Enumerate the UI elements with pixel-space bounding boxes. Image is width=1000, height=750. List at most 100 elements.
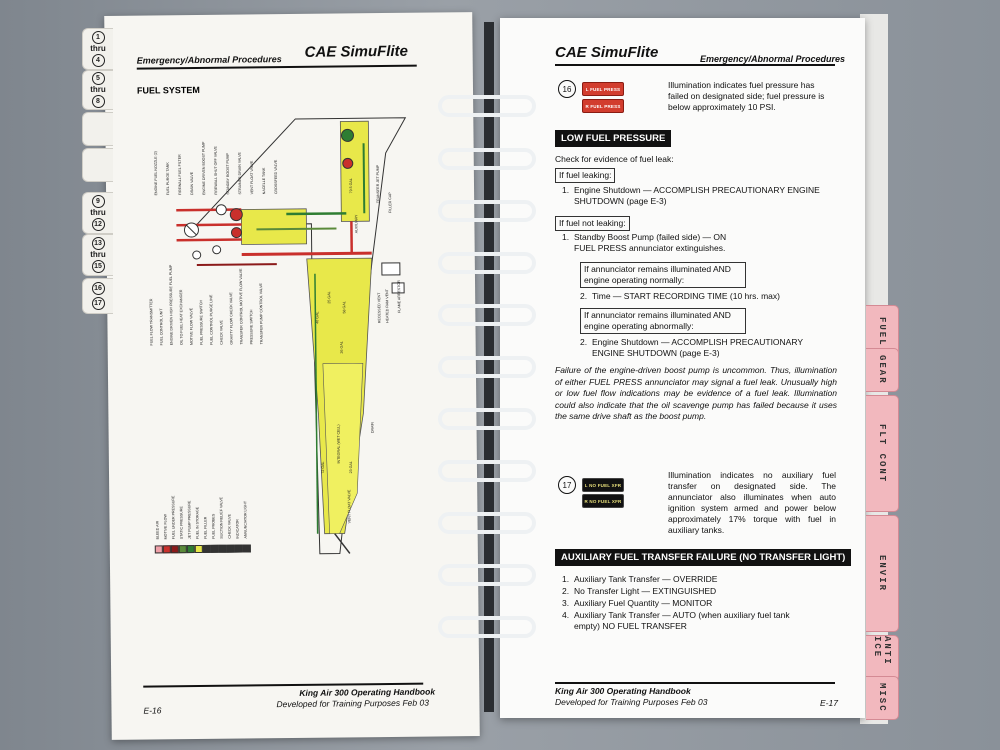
left-header-rule bbox=[136, 64, 417, 70]
legend-label: CHECK VALVE bbox=[227, 514, 232, 539]
legend-swatch bbox=[210, 544, 219, 553]
tab-flt-cont[interactable]: FLT CONT bbox=[866, 395, 899, 512]
left-page: Emergency/Abnormal Procedures CAE SimuFl… bbox=[104, 12, 480, 740]
diagram-label-pressure-switch-2: PRESSURE SWITCH bbox=[249, 309, 254, 345]
tab-1-thru-4[interactable]: 1 thru 4 bbox=[82, 28, 113, 70]
binding-ring bbox=[438, 356, 536, 378]
tab-circle-bottom: 15 bbox=[91, 260, 105, 273]
right-section-header: Emergency/Abnormal Procedures bbox=[700, 54, 846, 64]
tab-envir[interactable]: ENVIR bbox=[866, 515, 899, 632]
legend-swatch bbox=[178, 545, 187, 554]
legend-label: FUEL IN STORAGE bbox=[195, 506, 200, 540]
tab-blank-b[interactable] bbox=[82, 148, 113, 182]
tab-circle-bottom: 8 bbox=[91, 95, 105, 108]
aux-step-1-num: 1. bbox=[562, 574, 570, 584]
diagram-label-check-valve: CHECK VALVE bbox=[219, 320, 224, 345]
wing-label-recessed-vent: RECESSED VENT bbox=[377, 292, 382, 324]
tab-anti-ice[interactable]: ANTI ICE bbox=[866, 635, 899, 681]
aux-step-4-num: 4. bbox=[562, 610, 570, 620]
diagram-label-shutoff-valve: FIREWALL SHUT OFF VALVE bbox=[213, 146, 219, 195]
diagram-label-vent-float: VENT FLOAT VALVE bbox=[249, 160, 255, 195]
tab-fuel-label: FUEL bbox=[877, 317, 887, 347]
tab-thru: thru bbox=[90, 85, 106, 94]
tab-misc[interactable]: MISC bbox=[866, 676, 899, 720]
left-brand: CAE SimuFlite bbox=[304, 42, 409, 61]
legend-swatch bbox=[202, 544, 211, 553]
tab-gear[interactable]: GEAR bbox=[866, 348, 899, 392]
diagram-label-firewall-filter: FIREWALL FUEL FILTER bbox=[177, 154, 183, 196]
diagram-label-purge-line: FUEL CONTROL PURGE LINE bbox=[209, 294, 214, 345]
diagram-label-crossfeed: CROSSFEED VALVE bbox=[273, 159, 279, 195]
tab-anti-ice-label: ANTI ICE bbox=[872, 636, 892, 666]
tab-flt-cont-label: FLT CONT bbox=[877, 423, 887, 484]
legend-label: INDICATOR bbox=[235, 519, 240, 539]
wing-label-25gal: 25 GAL bbox=[327, 291, 332, 304]
legend-label: MOTIVE FLOW bbox=[163, 514, 168, 540]
diagram-label-motive-flow: MOTIVE FLOW VALVE bbox=[189, 307, 194, 346]
tab-5-thru-8[interactable]: 5 thru 8 bbox=[82, 70, 113, 110]
diagram-label-pressure-switch: FUEL PRESSURE SWITCH bbox=[199, 299, 204, 345]
step-1-engine-shutdown: Engine Shutdown — ACCOMPLISH PRECAUTIONA… bbox=[574, 185, 820, 206]
binding-ring bbox=[438, 304, 536, 326]
nacelle-tank bbox=[240, 208, 308, 245]
tab-blank-a[interactable] bbox=[82, 112, 113, 146]
tab-9-thru-12[interactable]: 9 thru 12 bbox=[82, 192, 113, 234]
left-footer-sub: Developed for Training Purposes Feb 03 bbox=[276, 697, 429, 710]
step-2-num: 2. bbox=[580, 291, 588, 301]
tab-16-17[interactable]: 16 17 bbox=[82, 278, 113, 314]
wing-label-vent-float: VENT FLOAT VALVE bbox=[347, 489, 352, 524]
aux-transfer-failure-title: AUXILIARY FUEL TRANSFER FAILURE (NO TRAN… bbox=[555, 549, 852, 566]
tab-13-thru-15[interactable]: 13 thru 15 bbox=[82, 234, 113, 276]
legend-swatch bbox=[186, 545, 195, 554]
left-footer-title: King Air 300 Operating Handbook bbox=[299, 686, 436, 698]
item-16-number: 16 bbox=[558, 80, 576, 98]
r-no-fuel-xfr-annunciator: R NO FUEL XFR bbox=[582, 494, 624, 508]
wing-label-40gal: 40 GAL bbox=[315, 311, 320, 324]
left-section-header: Emergency/Abnormal Procedures bbox=[136, 54, 282, 66]
tab-circle-bottom: 4 bbox=[91, 54, 105, 67]
tab-envir-label: ENVIR bbox=[877, 554, 887, 592]
tab-thru: thru bbox=[90, 208, 106, 217]
aux-step-3-num: 3. bbox=[562, 598, 570, 608]
wing-label-transfer-jet: TRANSFER JET PUMP bbox=[375, 164, 381, 204]
wing-label-79gal: 79.5 GAL bbox=[348, 178, 354, 194]
right-page: CAE SimuFlite Emergency/Abnormal Procedu… bbox=[500, 18, 865, 718]
diagram-label-gravity-check: GRAVITY FLOW CHECK VALVE bbox=[229, 292, 234, 345]
step-1b-standby-boost: Standby Boost Pump (failed side) — ON FU… bbox=[574, 232, 727, 253]
diagram-label-purge-tank: FUEL PURGE TANK bbox=[165, 162, 171, 196]
tab-thru: thru bbox=[90, 44, 106, 53]
aux-step-2-num: 2. bbox=[562, 586, 570, 596]
legend-label: JET PUMP PRESSURE bbox=[187, 500, 192, 540]
aux-step-1: Auxiliary Tank Transfer — OVERRIDE bbox=[574, 574, 718, 584]
step-2b-num: 2. bbox=[580, 337, 588, 347]
diagram-label-drain-valve: DRAIN VALVE bbox=[189, 171, 195, 196]
l-no-fuel-xfr-annunciator: L NO FUEL XFR bbox=[582, 478, 624, 492]
legend-label: FUEL UNDER PRESSURE bbox=[171, 495, 176, 540]
diagram-label-standby-pump: STANDBY BOOST PUMP bbox=[225, 153, 231, 195]
step-1-num: 1. bbox=[562, 185, 570, 195]
right-footer-sub: Developed for Training Purposes Feb 03 bbox=[555, 697, 708, 707]
legend-swatch bbox=[154, 545, 163, 554]
legend-label: ANNUNCIATOR LIGHT bbox=[243, 500, 248, 539]
wing-label-integral: INTEGRAL (WET CELL) bbox=[336, 424, 341, 464]
diagram-label-strainer: STRAINER DRAIN VALVE bbox=[237, 152, 243, 195]
legend-swatch bbox=[170, 545, 179, 554]
wing-label-58gal: 58 GAL bbox=[342, 301, 347, 314]
legend-swatch bbox=[242, 544, 251, 553]
cond-engine-abnormal: If annunciator remains illuminated AND e… bbox=[580, 308, 746, 334]
right-footer-title: King Air 300 Operating Handbook bbox=[555, 686, 691, 696]
binding-ring bbox=[438, 200, 536, 222]
spiral-spine bbox=[484, 22, 494, 712]
wing-label-drain: DRAIN bbox=[370, 421, 375, 434]
legend-swatch bbox=[162, 545, 171, 554]
item-17-number: 17 bbox=[558, 476, 576, 494]
right-brand: CAE SimuFlite bbox=[555, 44, 659, 61]
left-page-number: E-16 bbox=[143, 705, 162, 716]
legend-label: FUEL PROBES bbox=[211, 513, 216, 539]
wing-label-flame-arrestor: FLAME ARRESTOR bbox=[397, 280, 402, 313]
diagram-label-nacelle-tank: NACELLE TANK bbox=[261, 167, 267, 195]
legend-label: SUCTION RELIEF VALVE bbox=[219, 496, 224, 539]
item-17-description: Illumination indicates no auxiliary fuel… bbox=[668, 470, 836, 535]
binding-ring bbox=[438, 252, 536, 274]
